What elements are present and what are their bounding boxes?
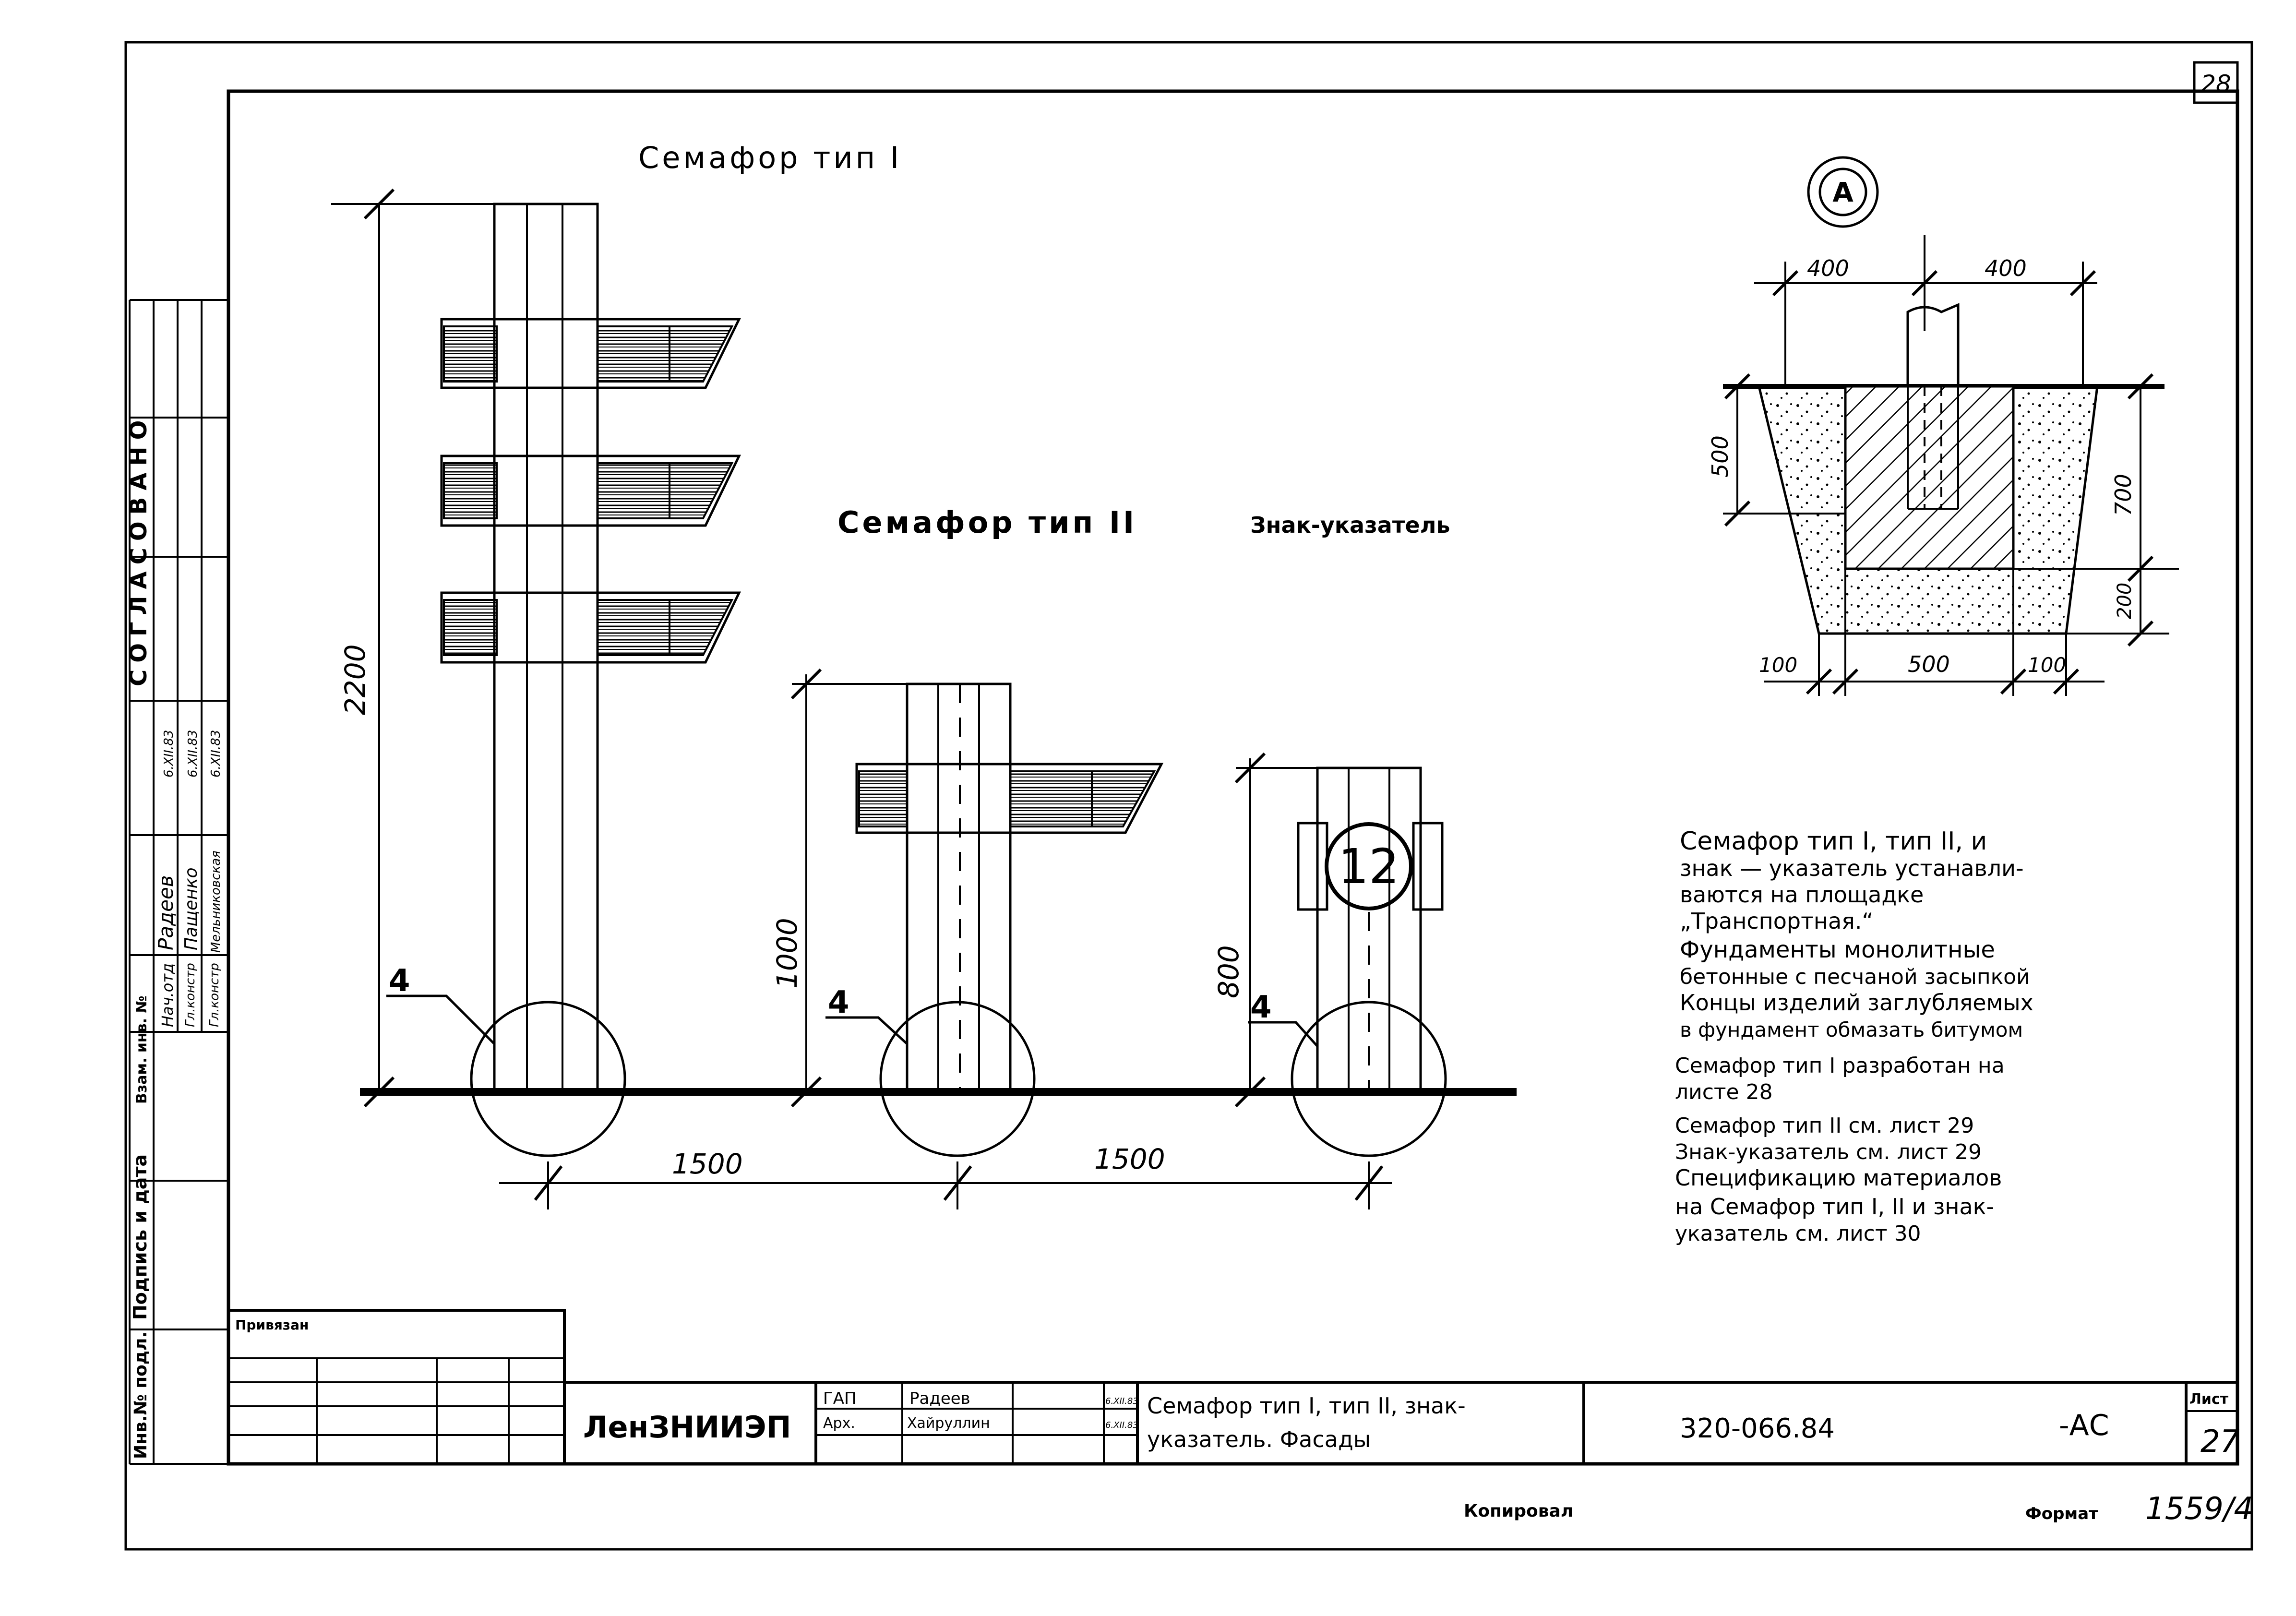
note-line: ваются на площадке — [1680, 882, 1924, 908]
semaphore-type2 — [790, 668, 1164, 1157]
inner-frame — [227, 89, 2239, 1466]
notes: Семафор тип I, тип II, и знак — указател… — [1675, 827, 2033, 1246]
note-line: Фундаменты монолитные — [1680, 936, 1995, 963]
top-sheet-number: 28 — [2200, 70, 2231, 98]
side-label-replace: Взам. инв. № — [133, 995, 150, 1104]
detail-dim-bottom-left: 100 — [1759, 653, 1797, 677]
dim-1500-a: 1500 — [672, 1148, 743, 1180]
tb-sheet-label: Лист — [2189, 1391, 2229, 1408]
note-line: Семафор тип II см. лист 29 — [1675, 1113, 1974, 1138]
title-semaphore-type2: Семафор тип II — [837, 505, 1137, 540]
tb-date-2: 6.XII.83 — [1105, 1420, 1138, 1430]
tb-role-1: ГАП — [823, 1389, 857, 1408]
note-line: на Семафор тип I, II и знак- — [1675, 1194, 1994, 1220]
tb-title-line1: Семафор тип I, тип II, знак- — [1147, 1393, 1466, 1419]
side-stamp-grid — [129, 299, 228, 1465]
note-line: знак — указатель устанавли- — [1680, 855, 2024, 881]
format-value: 1559/4 — [2145, 1491, 2253, 1527]
note-line: листе 28 — [1675, 1080, 1773, 1104]
side-name-2: Пащенко — [181, 868, 201, 951]
detail-marker: А — [1832, 177, 1854, 208]
top-number-box — [2193, 61, 2239, 104]
note-line: „Транспортная.“ — [1680, 908, 1873, 934]
privyazan-label: Привязан — [235, 1317, 309, 1333]
note-line: Семафор тип I, тип II, и — [1680, 827, 1987, 856]
detail-dim-top-right: 400 — [1985, 255, 2027, 281]
dim-2200: 2200 — [339, 644, 371, 715]
detail-dim-700-v: 700 — [2110, 474, 2136, 516]
title-block-grid — [227, 1309, 2237, 1465]
dim-1000: 1000 — [771, 918, 803, 989]
leader-label-3: 4 — [1250, 990, 1272, 1025]
tb-role-2: Арх. — [823, 1415, 855, 1432]
side-date-2: 6.XII.83 — [186, 730, 200, 778]
side-label-signature: Подпись и дата — [130, 1154, 151, 1320]
tb-doc-number: 320-066.84 — [1680, 1413, 1835, 1444]
side-name-1: Радеев — [154, 875, 178, 950]
side-role-2: Гл.констр — [183, 963, 198, 1027]
sign-post — [1234, 752, 1447, 1157]
note-line: Семафор тип I разработан на — [1675, 1053, 2005, 1078]
note-line: Концы изделий заглубляемых — [1680, 990, 2033, 1016]
side-stamp-agreed: СОГЛАСОВАНО — [125, 414, 152, 686]
tb-date-1: 6.XII.83 — [1105, 1396, 1138, 1406]
tb-title-line2: указатель. Фасады — [1147, 1426, 1371, 1452]
note-line: указатель см. лист 30 — [1675, 1221, 1921, 1246]
note-line: бетонные с песчаной засыпкой — [1680, 965, 2030, 989]
detail-dim-500-v: 500 — [1707, 435, 1733, 478]
side-role-1: Нач.отд — [158, 963, 177, 1027]
detail-dim-top-left: 400 — [1807, 255, 1849, 281]
title-sign: Знак-указатель — [1250, 512, 1450, 538]
detail-dim-bottom-right: 100 — [2028, 653, 2066, 677]
note-line: в фундамент обмазать битумом — [1680, 1018, 2023, 1041]
sign-number-circle — [1325, 822, 1413, 910]
semaphore-type1 — [331, 188, 741, 1157]
dim-800: 800 — [1212, 945, 1245, 998]
note-line: Знак-указатель см. лист 29 — [1675, 1140, 1982, 1164]
side-name-3: Мельниковская — [209, 850, 223, 953]
side-label-inv: Инв.№ подл. — [131, 1331, 151, 1459]
side-role-3: Гл.констр — [207, 963, 222, 1027]
detail-dim-bottom-mid: 500 — [1908, 651, 1950, 677]
dim-1500-b: 1500 — [1094, 1143, 1165, 1175]
leader-label-1: 4 — [389, 963, 410, 999]
tb-name-1: Радеев — [909, 1389, 970, 1408]
org-name: ЛенЗНИИЭП — [583, 1410, 791, 1445]
tb-mark: -АС — [2059, 1409, 2109, 1442]
side-date-3: 6.XII.83 — [209, 730, 223, 778]
sign-number: 12 — [1338, 838, 1399, 895]
note-line: Спецификацию материалов — [1675, 1165, 2002, 1191]
dim-spacing — [499, 1161, 1392, 1209]
tb-sheet-number: 27 — [2200, 1424, 2240, 1460]
detail-dim-200-v: 200 — [2114, 583, 2136, 619]
copied-label: Копировал — [1464, 1501, 1573, 1521]
outer-frame — [124, 41, 2253, 1551]
leader-label-2: 4 — [828, 985, 849, 1020]
tb-name-2: Хайруллин — [907, 1415, 990, 1432]
title-semaphore-type1: Семафор тип I — [638, 140, 902, 175]
format-label: Формат — [2025, 1504, 2098, 1523]
side-date-1: 6.XII.83 — [162, 730, 176, 778]
detail-a — [1723, 156, 2179, 696]
